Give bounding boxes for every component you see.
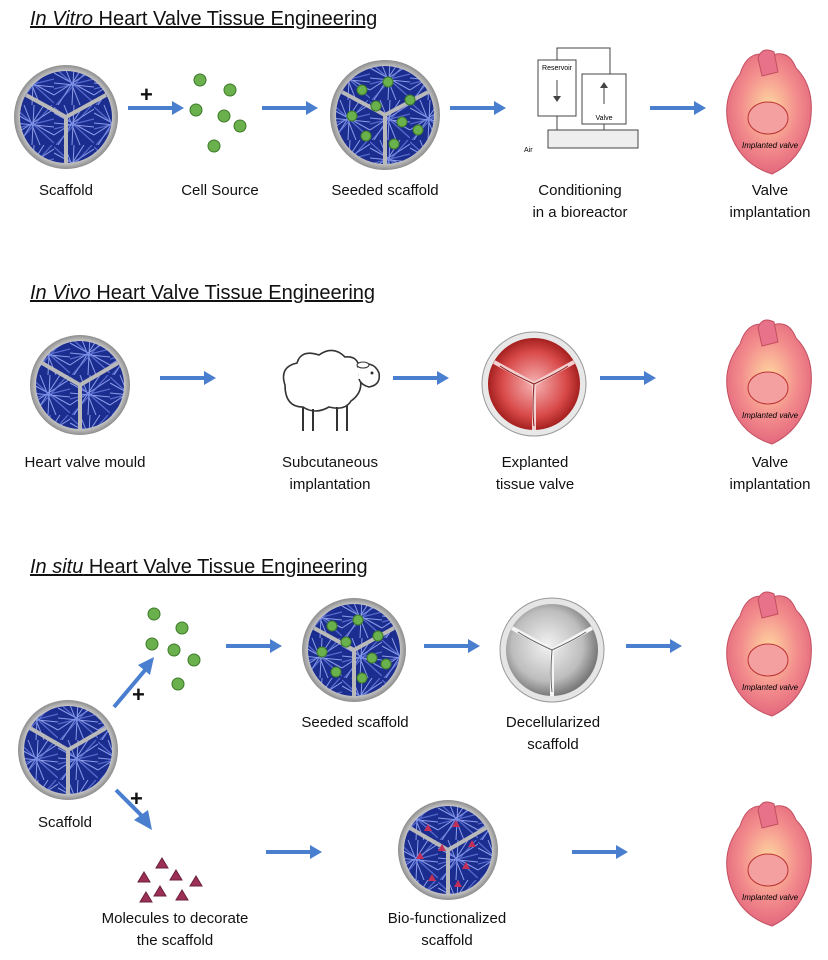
- vitro-scaffold-image: [14, 65, 118, 169]
- subq-label-line2: implantation: [289, 476, 371, 493]
- heart-implanted-text: Implanted valve: [742, 893, 799, 902]
- heart-image: Implanted valve: [726, 801, 812, 927]
- heart-image: Implanted valve: [726, 49, 812, 175]
- vivo-title: In Vivo Heart Valve Tissue Engineering: [30, 282, 375, 305]
- decell-label: Decellularized scaffold: [478, 712, 628, 756]
- vivo-valve-label: Valve implantation: [715, 452, 825, 496]
- sheep-icon: [282, 349, 381, 431]
- arrow-icon: [226, 639, 282, 653]
- heart-image: Implanted valve: [726, 319, 812, 445]
- arrow-icon: [112, 657, 154, 709]
- explanted-label-line2: tissue valve: [495, 476, 575, 493]
- arrow-icon: [626, 639, 682, 653]
- subq-label: Subcutaneous implantation: [255, 452, 405, 496]
- vitro-title: In Vitro Heart Valve Tissue Engineering: [30, 8, 377, 31]
- heart-implanted-text: Implanted valve: [742, 411, 799, 420]
- molecules-label: Molecules to decorate the scaffold: [70, 908, 280, 952]
- conditioning-label-line2: in a bioreactor: [532, 204, 628, 221]
- heart-image: Implanted valve: [726, 591, 812, 717]
- arrow-icon: [160, 371, 216, 385]
- biofunc-label: Bio-functionalized scaffold: [372, 908, 522, 952]
- arrow-icon: [114, 788, 152, 830]
- molecules-label-line2: the scaffold: [136, 932, 214, 949]
- biofunctionalized-scaffold-image: [398, 800, 498, 900]
- vitro-seeded-label: Seeded scaffold: [331, 182, 439, 199]
- vitro-scaffold-label: Scaffold: [39, 182, 93, 199]
- vivo-valve-label-line2: implantation: [729, 476, 811, 493]
- vitro-title-emphasis: In Vitro: [30, 8, 93, 30]
- conditioning-label-line1: Conditioning: [538, 182, 622, 199]
- situ-scaffold-image: [18, 700, 118, 800]
- bioreactor-image: Reservoir Valve Air: [524, 47, 639, 154]
- vivo-title-rest: Heart Valve Tissue Engineering: [90, 282, 376, 304]
- arrow-icon: [424, 639, 480, 653]
- molecules-label-line1: Molecules to decorate: [101, 910, 249, 927]
- biofunc-label-line2: scaffold: [421, 932, 473, 949]
- explanted-label-line1: Explanted: [501, 454, 569, 471]
- situ-plus-top: +: [132, 682, 145, 707]
- cell-source-image: [189, 73, 247, 153]
- explanted-valve-image: [481, 331, 587, 437]
- heart-implanted-text: Implanted valve: [742, 683, 799, 692]
- conditioning-label: Conditioning in a bioreactor: [505, 180, 655, 224]
- vitro-title-rest: Heart Valve Tissue Engineering: [93, 8, 378, 30]
- mould-label: Heart valve mould: [24, 454, 146, 471]
- biofunc-label-line1: Bio-functionalized: [387, 910, 507, 927]
- vitro-seeded-scaffold-image: [330, 60, 440, 170]
- situ-scaffold-label: Scaffold: [38, 814, 92, 831]
- arrow-icon: [572, 845, 628, 859]
- vivo-title-emphasis: In Vivo: [30, 282, 91, 304]
- situ-seeded-scaffold-image: [302, 598, 406, 702]
- decell-label-line2: scaffold: [527, 736, 579, 753]
- arrow-icon: [266, 845, 322, 859]
- subq-label-line1: Subcutaneous: [282, 454, 378, 471]
- arrow-icon: [262, 101, 318, 115]
- arrow-icon: [450, 101, 506, 115]
- vitro-valve-label: Valve implantation: [715, 180, 825, 224]
- situ-seeded-label: Seeded scaffold: [301, 714, 409, 731]
- arrow-icon: [650, 101, 706, 115]
- molecules-image: [137, 857, 203, 903]
- arrow-icon: [128, 101, 184, 115]
- arrow-icon: [393, 371, 449, 385]
- arrow-icon: [600, 371, 656, 385]
- vitro-valve-label-line1: Valve: [751, 182, 789, 199]
- decell-label-line1: Decellularized: [505, 714, 601, 731]
- bioreactor-air-text: Air: [524, 147, 533, 154]
- situ-title-rest: Heart Valve Tissue Engineering: [83, 556, 368, 578]
- cell-source-label: Cell Source: [181, 182, 259, 199]
- decellularized-valve-image: [499, 597, 605, 703]
- bioreactor-reservoir-text: Reservoir: [542, 65, 573, 72]
- vitro-valve-label-line2: implantation: [729, 204, 811, 221]
- cell-source-image: [145, 607, 201, 691]
- bioreactor-valve-text: Valve: [596, 115, 613, 122]
- vitro-plus: +: [140, 82, 153, 107]
- situ-title-emphasis: In situ: [30, 556, 84, 578]
- explanted-label: Explanted tissue valve: [460, 452, 610, 496]
- vivo-mould-image: [30, 335, 130, 435]
- situ-title: In situ Heart Valve Tissue Engineering: [30, 556, 368, 579]
- vivo-valve-label-line1: Valve: [751, 454, 789, 471]
- heart-implanted-text: Implanted valve: [742, 141, 799, 150]
